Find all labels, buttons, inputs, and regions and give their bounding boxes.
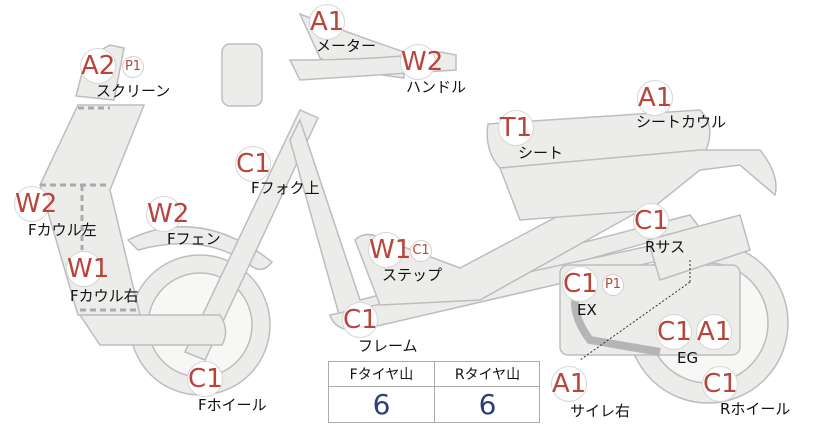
engine-grade: C1: [656, 314, 692, 350]
r-wheel-label: Rホイール: [720, 400, 791, 418]
chin-cowl-shape: [78, 314, 227, 346]
seat-cowl-grade: A1: [637, 80, 673, 116]
f-cowl-right-label: Fカウル右: [70, 287, 139, 305]
exhaust-label: EX: [577, 301, 597, 319]
exhaust-sub-grade: P1: [602, 274, 624, 296]
front-fender-shape: [126, 225, 274, 271]
r-suspension-grade: C1: [633, 203, 669, 239]
handle-label: ハンドル: [406, 78, 467, 96]
rear-suspension-shape: [647, 214, 751, 281]
step-grade: W1: [368, 232, 411, 268]
r-wheel-grade: C1: [702, 366, 738, 402]
f-fender-label: Fフェン: [167, 230, 221, 248]
front-tread-header: Fタイヤ山: [349, 367, 414, 383]
r-suspension-label: Rサス: [645, 238, 686, 256]
screen-sub-grade: P1: [122, 56, 144, 78]
screen-grade: A2: [80, 48, 116, 84]
step-sub-grade: C1: [410, 240, 432, 262]
engine-grade-2: A1: [696, 314, 732, 350]
f-fork-upper-grade: C1: [235, 146, 271, 182]
rear-tread-header: Rタイヤ山: [454, 367, 521, 383]
headlight-shape: [221, 43, 263, 107]
silencer-right-label: サイレ右: [570, 402, 631, 420]
f-fork-upper-label: Fフォク上: [251, 179, 320, 197]
front-fork-shape: [183, 109, 320, 361]
silencer-right-grade: A1: [551, 366, 587, 402]
seat-cowl-shape: [498, 149, 777, 221]
f-wheel-label: Fホイール: [198, 396, 267, 414]
rear-tread-value: 6: [478, 388, 497, 421]
tire-tread-table: Fタイヤ山 Rタイヤ山 6 6: [328, 361, 540, 423]
frame-grade: C1: [342, 302, 378, 338]
f-wheel-grade: C1: [187, 361, 223, 397]
seat-cowl-label: シートカウル: [636, 113, 727, 131]
f-cowl-left-grade: W2: [14, 186, 57, 222]
frame-label: フレーム: [358, 337, 418, 355]
engine-label: EG: [677, 349, 699, 367]
step-label: ステップ: [382, 266, 443, 284]
f-fender-grade: W2: [146, 196, 189, 232]
screen-label: スクリーン: [96, 82, 171, 100]
f-cowl-right-grade: W1: [66, 251, 109, 287]
front-tread-value: 6: [372, 388, 391, 421]
seat-grade: T1: [498, 110, 534, 146]
seat-label: シート: [518, 144, 564, 162]
exhaust-grade: C1: [562, 266, 598, 302]
meter-label: メーター: [316, 37, 377, 55]
f-cowl-left-label: Fカウル左: [28, 221, 97, 239]
handle-grade: W2: [400, 44, 443, 80]
meter-grade: A1: [309, 4, 345, 40]
